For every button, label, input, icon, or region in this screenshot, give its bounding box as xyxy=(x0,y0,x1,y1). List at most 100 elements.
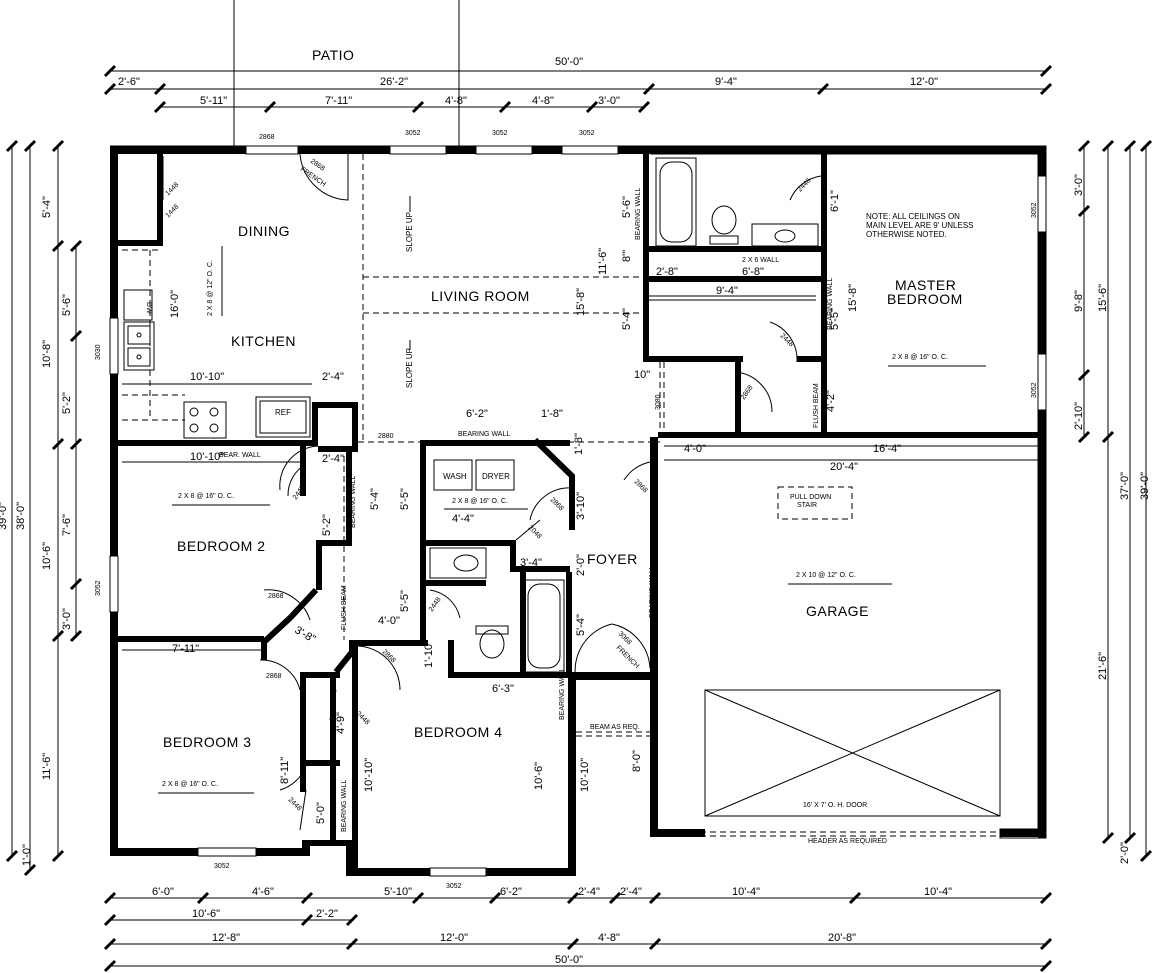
dim-br2-3: 5'-2" xyxy=(321,514,333,536)
pull-down-2: STAIR xyxy=(797,502,817,509)
dim-top-3: 9'-4" xyxy=(715,76,737,88)
dim-kitchen-w: 10'-10" xyxy=(190,371,224,383)
interior-walls xyxy=(118,154,1046,870)
door-2868-mbed: 2868 xyxy=(740,384,755,401)
window-3052-master-bot: 3052 xyxy=(1031,382,1038,398)
dim-left-4: 10'-8" xyxy=(41,340,53,368)
dim-laundry-2: 1'-8" xyxy=(541,408,563,420)
dim-711: 7'-11" xyxy=(172,643,199,655)
dim-left-5: 7'-6" xyxy=(61,514,73,536)
dim-top-2: 26'-2" xyxy=(380,76,408,88)
garage-label: GARAGE xyxy=(806,603,869,619)
bearing-wall-br4: BEARING WALL xyxy=(559,668,566,720)
door-2868-laundry: 2868 xyxy=(549,496,565,512)
dim-top-s1: 5'-11" xyxy=(200,95,227,107)
dim-106: 10'-6" xyxy=(533,762,545,790)
window-door-tags: 2868 3052 3052 3052 3030 3052 3052 3052 … xyxy=(95,130,1038,890)
window-3052-b: 3052 xyxy=(492,130,508,137)
dim-1010b: 10'-10" xyxy=(579,758,591,792)
bottom-dimensions: 6'-0" 4'-6" 5'-10" 6'-2" 2'-4" 2'-4" 10'… xyxy=(103,886,1053,973)
window-3052-br3: 3052 xyxy=(214,863,230,870)
door-2868-hall: 2868 xyxy=(266,673,282,680)
door-2880: 2880 xyxy=(378,433,394,440)
dim-bottom-e3: 4'-8" xyxy=(598,932,620,944)
slope-up-2: SLOPE UP xyxy=(405,348,414,388)
dim-40: 4'-0" xyxy=(378,615,400,627)
dim-110: 1'-10" xyxy=(423,640,435,668)
dim-bottom-2: 4'-6" xyxy=(252,886,274,898)
bearing-wall-br3: BEARING WALL xyxy=(341,780,348,832)
dim-master-1: 5'-6" xyxy=(621,196,633,218)
dim-master-8: 9'-4" xyxy=(716,285,738,297)
bearing-wall-laundry: BEARING WALL xyxy=(458,431,510,438)
dim-right-8: 2'-0" xyxy=(1119,842,1131,864)
dim-bottom-e2: 12'-0" xyxy=(440,932,468,944)
dim-left-1: 5'-4" xyxy=(41,196,53,218)
dim-bottom-e4: 20'-8" xyxy=(828,932,856,944)
bedroom-2-label: BEDROOM 2 xyxy=(177,538,266,554)
bearing-wall-foyer: BEARING WALL xyxy=(649,566,656,618)
note-ceilings-2: MAIN LEVEL ARE 9' UNLESS xyxy=(866,221,974,230)
dim-garage-40: 4'-0" xyxy=(684,443,706,455)
door-2868-br4: 2868 xyxy=(381,648,397,664)
dim-bottom-c1: 10'-6" xyxy=(192,908,220,920)
wash-label: WASH xyxy=(443,472,467,481)
note-ceilings-3: OTHERWISE NOTED. xyxy=(866,230,947,239)
dim-63: 6'-3" xyxy=(492,683,514,695)
dim-laundry-44: 4'-4" xyxy=(452,513,474,525)
dim-310: 3'-10" xyxy=(575,492,587,520)
dim-master-6: 2'-8" xyxy=(656,266,678,278)
dim-top-s4: 4'-8" xyxy=(532,95,554,107)
dim-master-2: 11'-6" xyxy=(597,248,609,275)
dim-bottom-1: 6'-0" xyxy=(152,886,174,898)
room-labels: DINING KITCHEN LIVING ROOM MASTER BEDROO… xyxy=(145,223,963,750)
dim-bottom-7: 10'-4" xyxy=(732,886,760,898)
living-room-label: LIVING ROOM xyxy=(431,288,530,304)
exterior-walls xyxy=(109,145,1047,877)
top-dimensions: 50'-0" 2'-6" 26'-2" 9'-4" 12'-0" 5'-11" … xyxy=(103,56,1053,114)
beam-note: BEAM AS REQ. xyxy=(590,724,640,731)
dim-garage-164: 16'-4" xyxy=(873,443,901,455)
dim-master-7: 6'-8" xyxy=(742,266,764,278)
dim-right-4: 15'-6" xyxy=(1097,284,1109,312)
dim-hall-55b: 5'-5" xyxy=(399,590,411,612)
joist-master: 2 X 8 @ 16" O. C. xyxy=(892,354,948,361)
kitchen-label: KITCHEN xyxy=(231,333,296,349)
dim-right-2: 9'-8" xyxy=(1073,290,1085,312)
window-1448-a: 1448 xyxy=(164,181,180,197)
window-3030: 3030 xyxy=(95,344,102,360)
foyer-label: FOYER xyxy=(587,551,638,567)
pull-down-1: PULL DOWN xyxy=(790,494,831,501)
door-2868-french: 2868 xyxy=(309,158,326,173)
dim-br2-2: 2'-4" xyxy=(322,453,344,465)
joist-bedroom2: 2 X 8 @ 16" O. C. xyxy=(178,493,234,500)
dim-20: 2'-0" xyxy=(575,554,587,576)
bearing-wall-master-2: BEARING WALL xyxy=(827,278,834,330)
slope-up-1: SLOPE UP xyxy=(405,212,414,252)
note-ceilings-1: NOTE: ALL CEILINGS ON xyxy=(866,212,960,221)
dim-right-1: 3'-0" xyxy=(1073,174,1085,196)
door-2448-bath: 2448 xyxy=(428,596,443,613)
door-2868-garage: 2868 xyxy=(633,478,649,494)
bear-wall-note: BEAR. WALL xyxy=(219,452,261,459)
dim-54b: 5'-4" xyxy=(575,614,587,636)
header-note: HEADER AS REQUIRED xyxy=(808,838,887,845)
dim-right-7: 21'-6" xyxy=(1097,652,1109,680)
bearing-wall-master: BEARING WALL xyxy=(635,188,642,240)
window-2868: 2868 xyxy=(259,134,275,141)
wall-2x6-master: 2 X 6 WALL xyxy=(742,257,779,264)
patio-label: PATIO xyxy=(312,47,354,63)
dim-left-6: 3'-0" xyxy=(61,608,73,630)
dim-garage-w: 20'-4" xyxy=(830,461,858,473)
master-bedroom-label: BEDROOM xyxy=(887,291,963,307)
window-3052-a: 3052 xyxy=(405,130,421,137)
dim-master-3: 8'" xyxy=(621,250,633,262)
right-dimensions: 3'-0" 9'-8" 2'-10" 15'-6" 37'-0" 39'-0" … xyxy=(1073,139,1153,864)
dim-left-2: 5'-6" xyxy=(61,294,73,316)
dim-living-h: 15'-8" xyxy=(575,288,587,316)
dim-top-1: 2'-6" xyxy=(118,76,140,88)
dim-bottom-e1: 12'-8" xyxy=(212,932,240,944)
dim-master-11: 5'-5" xyxy=(829,308,841,330)
dim-left-3: 5'-2" xyxy=(61,392,73,414)
